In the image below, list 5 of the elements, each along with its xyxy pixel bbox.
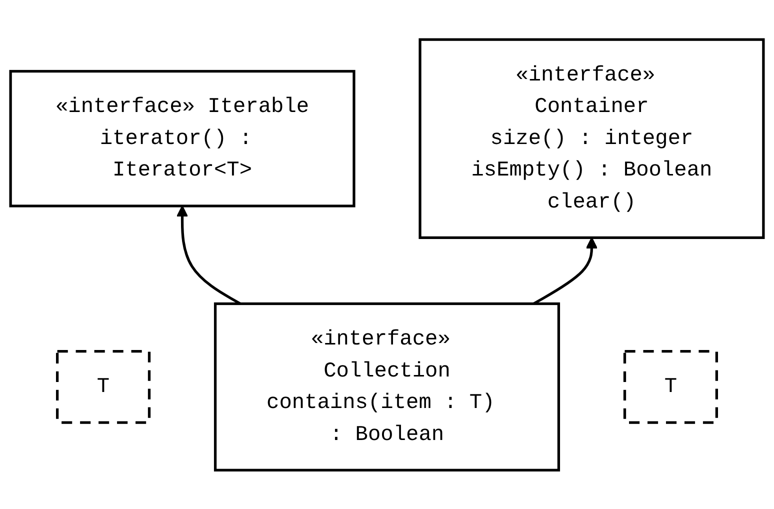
node-box: «interface» Container size() : integer isEmpty() : Boolean clear() xyxy=(418,38,765,239)
node-box: T xyxy=(56,350,151,424)
node-box: «interface» Iterable iterator() : Iterator<T> xyxy=(9,70,356,207)
node-box: «interface» Collection contains(item : T) : Boolean xyxy=(214,302,560,472)
node-box: T xyxy=(623,350,718,424)
